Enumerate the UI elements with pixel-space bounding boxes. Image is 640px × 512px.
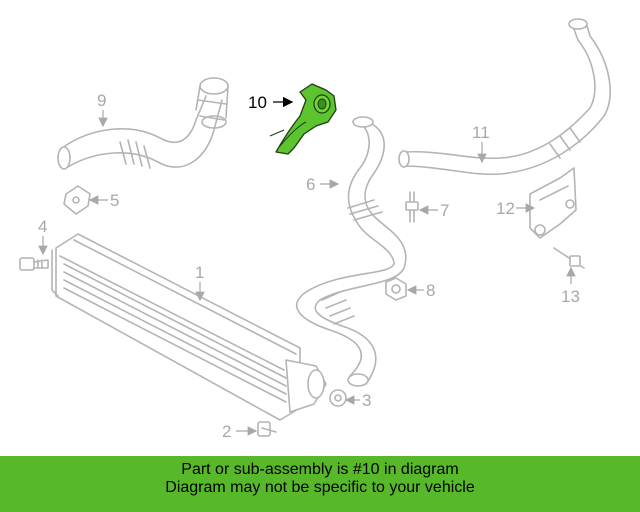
callout-9: 9 [97, 91, 106, 110]
part-4-bolt[interactable] [19, 257, 49, 271]
info-banner: Part or sub-assembly is #10 in diagram D… [0, 456, 640, 512]
part-12-bracket[interactable] [529, 167, 577, 239]
banner-line-disclaimer: Diagram may not be specific to your vehi… [165, 479, 475, 496]
part-3-grommet[interactable] [329, 389, 347, 407]
callout-11: 11 [472, 123, 490, 142]
part-13-bolt[interactable] [553, 247, 585, 269]
callout-3: 3 [362, 391, 371, 410]
part-8-grommet[interactable] [385, 277, 407, 301]
part-10-highlighted-hose[interactable] [269, 83, 337, 155]
part-11-air-tube[interactable] [398, 18, 611, 176]
part-1-intercooler[interactable] [51, 233, 327, 421]
callout-1: 1 [195, 263, 204, 282]
callout-12: 12 [496, 199, 515, 218]
exploded-parts-diagram: 9 5 4 1 2 3 6 7 8 11 12 13 10 [19, 18, 611, 441]
part-6-long-hose[interactable] [295, 116, 407, 387]
part-9-intake-hose[interactable] [57, 77, 229, 170]
leader-lines [38, 96, 576, 436]
callout-13: 13 [561, 287, 580, 306]
callout-2: 2 [222, 422, 231, 441]
callout-7: 7 [440, 201, 449, 220]
callout-8: 8 [426, 281, 435, 300]
callout-10-highlighted: 10 [248, 93, 267, 112]
part-7-stud[interactable] [405, 191, 419, 223]
part-5-bracket[interactable] [63, 185, 91, 215]
callout-4: 4 [38, 217, 47, 236]
banner-line-part-number: Part or sub-assembly is #10 in diagram [181, 461, 459, 478]
callout-5: 5 [110, 191, 119, 210]
part-2-bolt[interactable] [257, 421, 277, 437]
callout-6: 6 [306, 175, 315, 194]
